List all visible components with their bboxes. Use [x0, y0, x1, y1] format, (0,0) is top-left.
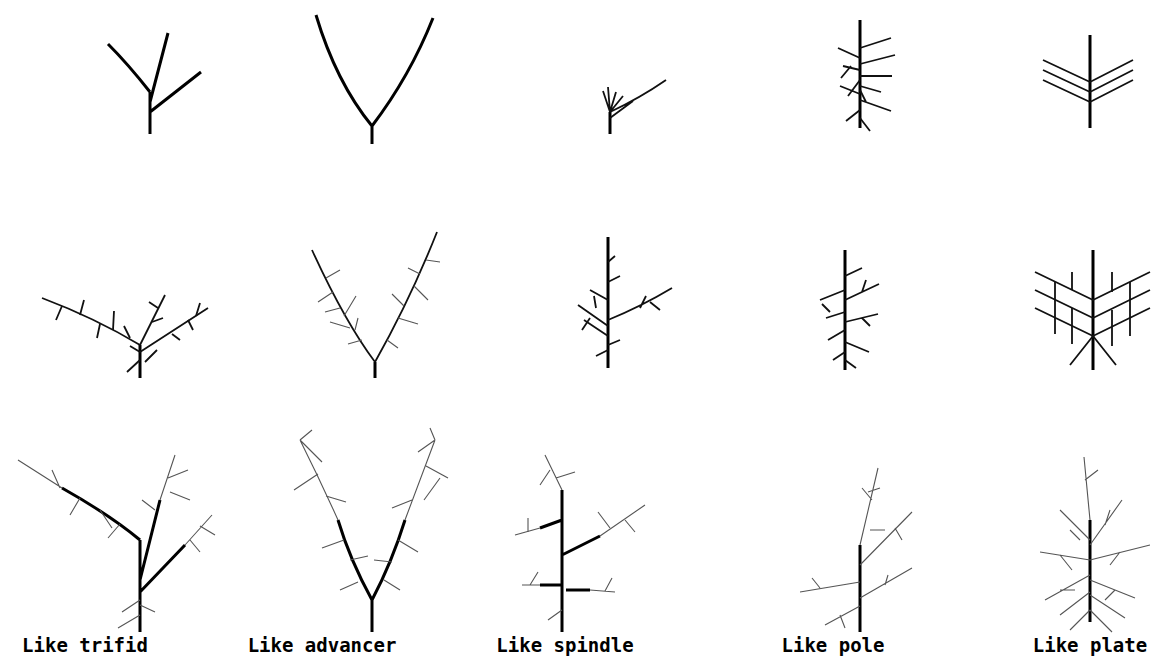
tree-form-label: Like advancer	[248, 634, 397, 657]
trifid-mid-tree	[42, 295, 208, 378]
plate-old-tree	[1040, 457, 1150, 632]
tree-form-label: Like plate	[1033, 634, 1147, 657]
tree-form-label: Like trifid	[22, 634, 148, 657]
trifid-young-tree	[108, 33, 201, 134]
advancer-old-tree	[294, 428, 448, 632]
advancer-young-tree	[316, 15, 433, 144]
pole-mid-tree	[820, 250, 879, 370]
tree-form-label: Like pole	[782, 634, 885, 657]
spindle-old-tree	[515, 455, 645, 632]
advancer-mid-tree	[312, 232, 440, 378]
plate-mid-tree	[1035, 250, 1150, 370]
plate-young-tree	[1043, 35, 1133, 128]
trifid-old-tree	[18, 455, 215, 632]
pole-young-tree	[838, 20, 895, 131]
pole-old-tree	[800, 468, 912, 632]
tree-form-label: Like spindle	[496, 634, 633, 657]
spindle-young-tree	[603, 80, 666, 134]
spindle-mid-tree	[578, 237, 672, 368]
